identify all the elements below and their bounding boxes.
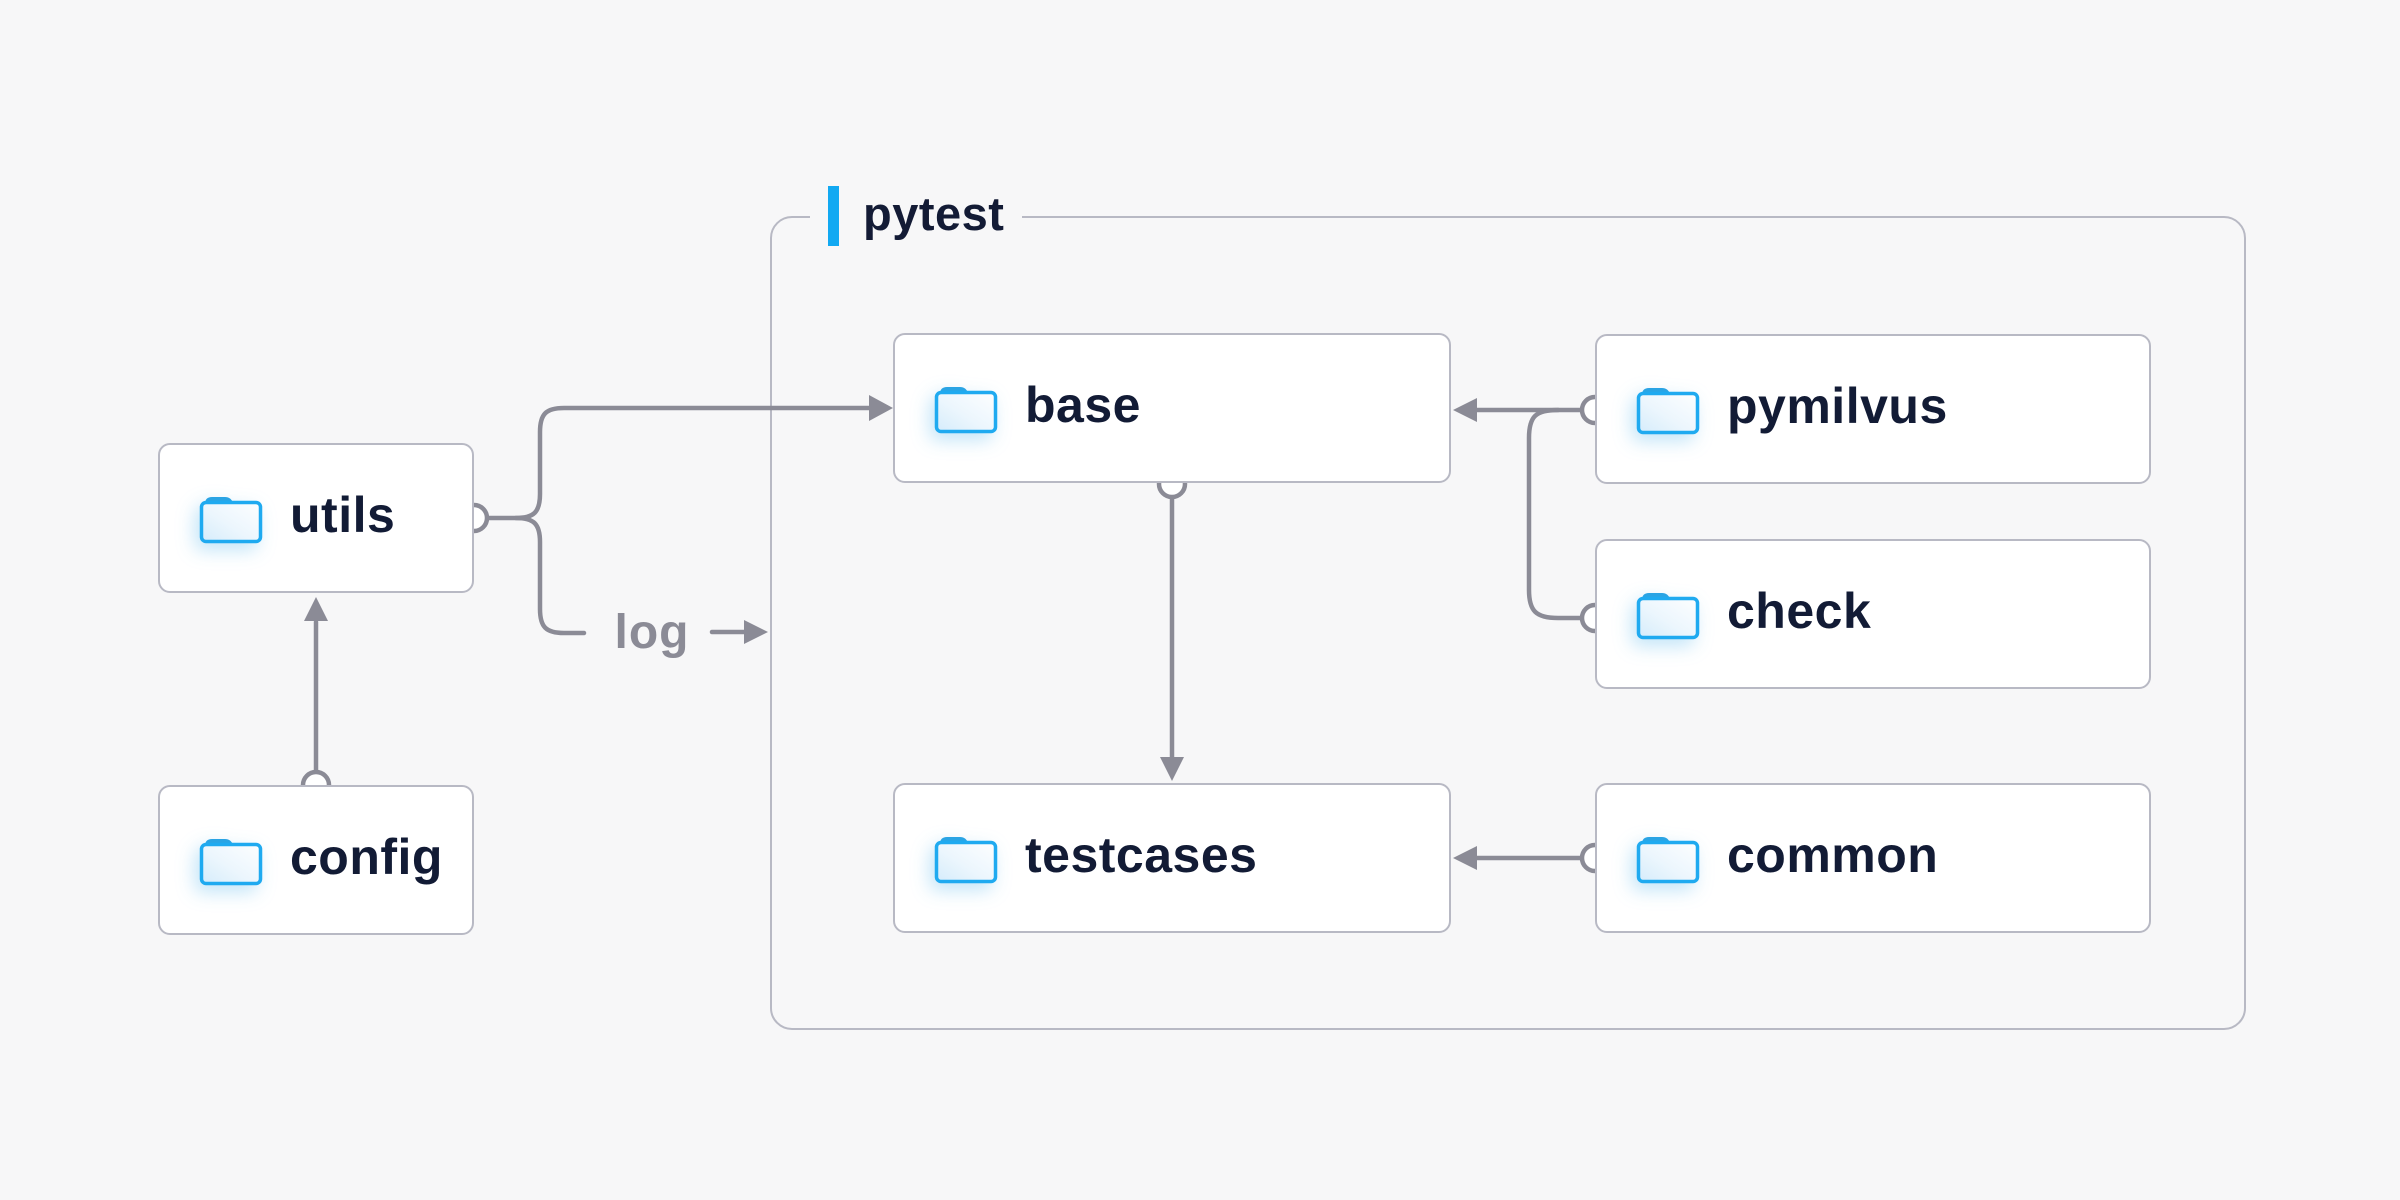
node-config: config <box>158 785 474 935</box>
folder-icon <box>934 387 998 434</box>
node-base: base <box>893 333 1451 483</box>
node-label: common <box>1727 827 1939 883</box>
folder-icon <box>1636 593 1700 640</box>
folder-icon <box>934 837 998 884</box>
pytest-container-label: pytest <box>810 184 1023 248</box>
log-arrow-right-icon <box>744 620 768 644</box>
folder-icon <box>199 839 263 886</box>
node-check: check <box>1595 539 2151 689</box>
node-utils: utils <box>158 443 474 593</box>
folder-icon <box>1636 837 1700 884</box>
edge-utils-log <box>513 515 587 636</box>
node-label: pymilvus <box>1727 378 1948 434</box>
arrowhead-into-utils-bottom <box>304 597 328 621</box>
node-label: utils <box>290 487 396 543</box>
accent-bar-icon <box>828 186 839 246</box>
node-label: check <box>1727 583 1872 639</box>
node-label: base <box>1025 377 1141 433</box>
node-label: testcases <box>1025 827 1258 883</box>
pytest-container-title: pytest <box>863 186 1005 240</box>
node-label: config <box>290 829 443 885</box>
pytest-container-frame <box>770 216 2246 1030</box>
node-pymilvus: pymilvus <box>1595 334 2151 484</box>
node-common: common <box>1595 783 2151 933</box>
folder-icon <box>1636 388 1700 435</box>
folder-icon <box>199 497 263 544</box>
log-annotation: log <box>614 606 690 659</box>
node-testcases: testcases <box>893 783 1451 933</box>
